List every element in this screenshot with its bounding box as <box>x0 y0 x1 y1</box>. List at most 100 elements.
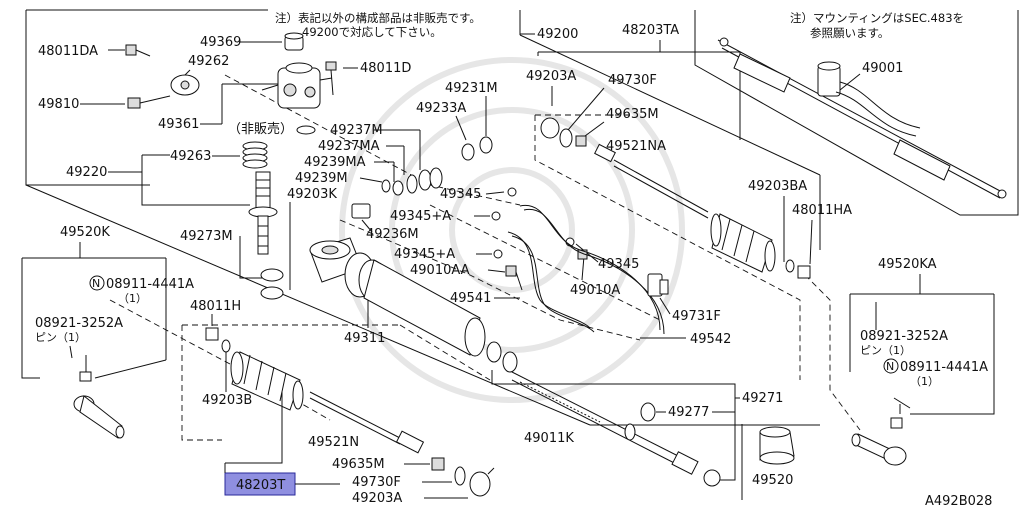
seal-49231M <box>479 136 493 154</box>
bolt-49010AA <box>505 265 523 291</box>
seal-49233A <box>461 143 475 161</box>
bushing-right-end <box>703 469 721 487</box>
label-48203T-highlight[interactable]: 48203T <box>224 472 296 496</box>
label-49001[interactable]: 49001 <box>862 61 903 76</box>
label-49263[interactable]: 49263 <box>170 149 211 164</box>
bracket-49520KA <box>849 293 995 415</box>
label-49542[interactable]: 49542 <box>690 332 731 347</box>
label-49203K[interactable]: 49203K <box>287 187 337 202</box>
label-49521N[interactable]: 49521N <box>308 435 359 450</box>
label-nut-right-qty: （1） <box>910 375 939 388</box>
label-49277[interactable]: 49277 <box>668 405 709 420</box>
n-mark-right-text: N <box>886 360 894 373</box>
label-49231M[interactable]: 49231M <box>445 81 498 96</box>
tube-49542 <box>519 204 665 335</box>
label-49233A[interactable]: 49233A <box>416 101 466 116</box>
yoke-plug-49236M <box>351 203 371 219</box>
washer-49730F-right <box>559 128 573 148</box>
label-49369[interactable]: 49369 <box>200 35 241 50</box>
label-49345A-2[interactable]: 49345+A <box>394 247 455 262</box>
note-right-line2: 参照願います。 <box>810 26 889 40</box>
nut-49635M-right <box>575 135 587 147</box>
label-49520[interactable]: 49520 <box>752 473 793 488</box>
label-nut-left-qty: （1） <box>118 292 147 305</box>
valve-housing <box>261 62 333 109</box>
label-49011K[interactable]: 49011K <box>524 431 574 446</box>
label-49345A-1[interactable]: 49345+A <box>390 209 451 224</box>
nut-48011HA <box>797 265 811 279</box>
label-49635M[interactable]: 49635M <box>332 457 385 472</box>
bolt-48011DA <box>125 44 151 57</box>
valve-part-49262 <box>170 74 200 96</box>
label-48203T[interactable]: 48203T <box>236 478 285 493</box>
label-49239M[interactable]: 49239M <box>295 171 348 186</box>
label-49810[interactable]: 49810 <box>38 97 79 112</box>
label-49520KA[interactable]: 49520KA <box>878 257 937 272</box>
label-49010A[interactable]: 49010A <box>570 283 620 298</box>
boot-right-48203TA <box>710 213 776 273</box>
label-48011D[interactable]: 48011D <box>360 61 411 76</box>
label-49203B[interactable]: 49203B <box>202 393 252 408</box>
inner-tie-rod-49521NA <box>594 143 709 219</box>
washer-49345A-1 <box>491 211 501 221</box>
label-49200[interactable]: 49200 <box>537 27 578 42</box>
nut-49635M <box>431 457 445 471</box>
label-49361[interactable]: 49361 <box>158 117 199 132</box>
tube-49541 <box>507 231 595 333</box>
label-49541[interactable]: 49541 <box>450 291 491 306</box>
clamp-49731F <box>647 273 669 297</box>
oring-49361 <box>296 125 316 135</box>
washer-49730F <box>454 466 466 486</box>
label-49262[interactable]: 49262 <box>188 54 229 69</box>
label-49730F-right[interactable]: 49730F <box>608 73 657 88</box>
label-49220[interactable]: 49220 <box>66 165 107 180</box>
clamp-49203A <box>469 467 495 497</box>
spring-stack-49263 <box>242 141 268 169</box>
label-48011DA[interactable]: 48011DA <box>38 44 98 59</box>
note-right-line1: 注）マウンティングはSEC.483を <box>790 11 964 25</box>
label-49311[interactable]: 49311 <box>344 331 385 346</box>
rack-housing-49311 <box>309 237 486 357</box>
label-49010AA[interactable]: 49010AA <box>410 263 470 278</box>
label-49203BA[interactable]: 49203BA <box>748 179 807 194</box>
sensor-49810 <box>127 95 171 109</box>
label-49239MA[interactable]: 49239MA <box>304 155 366 170</box>
tie-rod-end-right <box>851 397 911 466</box>
label-49273M[interactable]: 49273M <box>180 229 233 244</box>
label-49203A-right[interactable]: 49203A <box>526 69 576 84</box>
bolt-48011D <box>325 61 337 96</box>
label-49271[interactable]: 49271 <box>742 391 783 406</box>
inner-tie-rod-49521N <box>309 391 425 454</box>
label-49203A[interactable]: 49203A <box>352 491 402 506</box>
label-49237MA[interactable]: 49237MA <box>318 139 380 154</box>
label-49635M-right[interactable]: 49635M <box>606 107 659 122</box>
label-nut-left[interactable]: 08911-4441A <box>106 277 194 292</box>
boot-49520 <box>759 426 795 465</box>
n-mark-left: N <box>89 275 105 291</box>
label-49237M[interactable]: 49237M <box>330 123 383 138</box>
label-49520K[interactable]: 49520K <box>60 225 110 240</box>
label-pin-right-sub: ピン（1） <box>860 344 911 357</box>
clip-49203BA <box>785 259 795 273</box>
steering-gear-assembly-49001 <box>717 37 1007 199</box>
watermark-emblem <box>339 57 685 403</box>
label-pin-left[interactable]: 08921-3252A <box>35 316 123 331</box>
label-49236M[interactable]: 49236M <box>366 227 419 242</box>
oring-right-housing <box>486 341 518 373</box>
label-pin-left-sub: ピン（1） <box>35 331 86 344</box>
note-top-line2: 49200で対応して下さい。 <box>302 25 442 39</box>
label-48203TA[interactable]: 48203TA <box>622 23 679 38</box>
label-nut-right[interactable]: 08911-4441A <box>900 360 988 375</box>
label-49730F[interactable]: 49730F <box>352 475 401 490</box>
washer-49345A-2 <box>493 249 503 259</box>
cap-49369 <box>284 32 304 51</box>
label-49731F[interactable]: 49731F <box>672 309 721 324</box>
label-49345-top[interactable]: 49345 <box>440 187 481 202</box>
washer-49345-top <box>507 187 517 197</box>
label-49521NA[interactable]: 49521NA <box>606 139 666 154</box>
label-pin-right[interactable]: 08921-3252A <box>860 329 948 344</box>
label-48011H[interactable]: 48011H <box>190 299 241 314</box>
label-48011HA[interactable]: 48011HA <box>792 203 852 218</box>
